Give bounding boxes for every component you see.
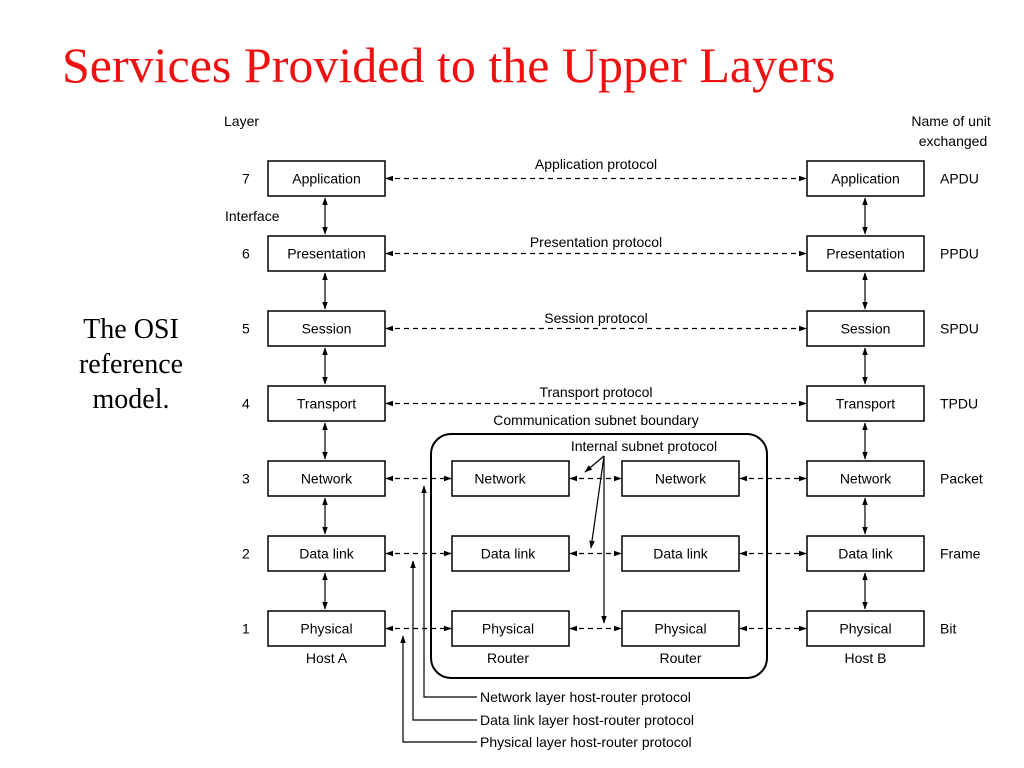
layer-number: 2 [242,546,250,562]
unit-heading-line: exchanged [919,133,988,149]
physical-leader [400,635,477,743]
router-1-network-box [451,460,570,497]
router-1-datalink-label: Data link [481,546,536,562]
host-a-physical-box [267,610,386,647]
host-b-session-box [806,310,925,347]
host-a-datalink-box [267,535,386,572]
router-1-label: Router [487,650,529,666]
unit-name: Bit [940,621,956,637]
host-a-presentation-label: Presentation [287,246,366,262]
router-2-network-label: Network [655,471,707,487]
host-a-physical-label: Physical [300,621,352,637]
layer-heading: Layer [224,113,259,129]
datalink-leader [410,560,477,721]
layer-number: 6 [242,246,250,262]
host-a-application-box [267,160,386,197]
host-a-transport-label: Transport [297,396,357,412]
network-leader [421,485,477,698]
hop-arrows [385,475,807,632]
layer-numbers: 7 6 5 4 3 2 1 [242,171,250,637]
host-a-application-label: Application [292,171,361,187]
transport-protocol-label: Transport protocol [539,384,652,400]
host-a-transport-box [267,385,386,422]
interface-arrows [322,197,868,610]
layer-number: 1 [242,621,250,637]
router-1-stack: Network Data link Physical Router [451,460,570,666]
host-router-leaders [400,485,477,743]
router-2-label: Router [659,650,701,666]
caption-line: The OSI [83,314,179,345]
layer-number: 7 [242,171,250,187]
internal-pointer [584,455,605,473]
interface-label: Interface [225,208,280,224]
host-b-application-box [806,160,925,197]
host-b-datalink-label: Data link [838,546,893,562]
physical-host-router-label: Physical layer host-router protocol [480,734,692,750]
caption-line: reference [78,349,184,380]
host-a-presentation-box [267,235,386,272]
unit-heading: Name of unit exchanged [911,113,994,149]
host-b-presentation-label: Presentation [826,246,905,262]
host-b-presentation-box [806,235,925,272]
host-a-datalink-label: Data link [299,546,354,562]
unit-name: SPDU [940,321,979,337]
host-b-physical-label: Physical [839,621,891,637]
host-b-transport-box [806,385,925,422]
host-a-label: Host A [306,650,348,666]
router-2-datalink-box [621,535,740,572]
router-1-physical-box [451,610,570,647]
session-protocol-label: Session protocol [544,310,648,326]
host-a-network-box [267,460,386,497]
router-2-physical-box [621,610,740,647]
host-a-stack: Application Presentation Session Transpo… [267,160,386,666]
unit-name: Frame [940,546,981,562]
host-b-physical-box [806,610,925,647]
unit-name: Packet [940,471,983,487]
datalink-host-router-label: Data link layer host-router protocol [480,712,694,728]
slide-title: Services Provided to the Upper Layers [62,37,836,93]
host-a-network-label: Network [301,471,353,487]
layer-number: 4 [242,396,250,412]
host-a-session-label: Session [302,321,352,337]
host-b-application-label: Application [831,171,900,187]
internal-protocol-pointers [584,455,607,624]
router-1-physical-label: Physical [482,621,534,637]
router-2-physical-label: Physical [654,621,706,637]
internal-protocol-label: Internal subnet protocol [571,438,717,454]
unit-name: TPDU [940,396,978,412]
router-2-stack: Network Data link Physical Router [621,460,740,666]
presentation-protocol-label: Presentation protocol [530,234,662,250]
router-1-datalink-box [451,535,570,572]
internal-pointer [589,455,605,549]
peer-protocols [385,175,807,407]
slide-caption: The OSI reference model. [58,312,204,417]
host-b-label: Host B [844,650,886,666]
unit-heading-line: Name of unit [911,113,990,129]
subnet-boundary-label: Communication subnet boundary [493,412,698,428]
caption-line: model. [92,384,170,415]
unit-name: PPDU [940,246,979,262]
unit-names: APDU PPDU SPDU TPDU Packet Frame Bit [940,171,983,637]
host-b-stack: Application Presentation Session Transpo… [806,160,925,666]
host-b-datalink-box [806,535,925,572]
network-host-router-label: Network layer host-router protocol [480,689,691,705]
router-1-network-label: Network [474,471,526,487]
host-b-session-label: Session [841,321,891,337]
unit-name: APDU [940,171,979,187]
host-a-session-box [267,310,386,347]
application-protocol-label: Application protocol [535,156,657,172]
host-b-network-label: Network [840,471,892,487]
router-2-datalink-label: Data link [653,546,708,562]
host-b-network-box [806,460,925,497]
host-b-transport-label: Transport [836,396,896,412]
layer-number: 3 [242,471,250,487]
router-2-network-box [621,460,740,497]
layer-number: 5 [242,321,250,337]
